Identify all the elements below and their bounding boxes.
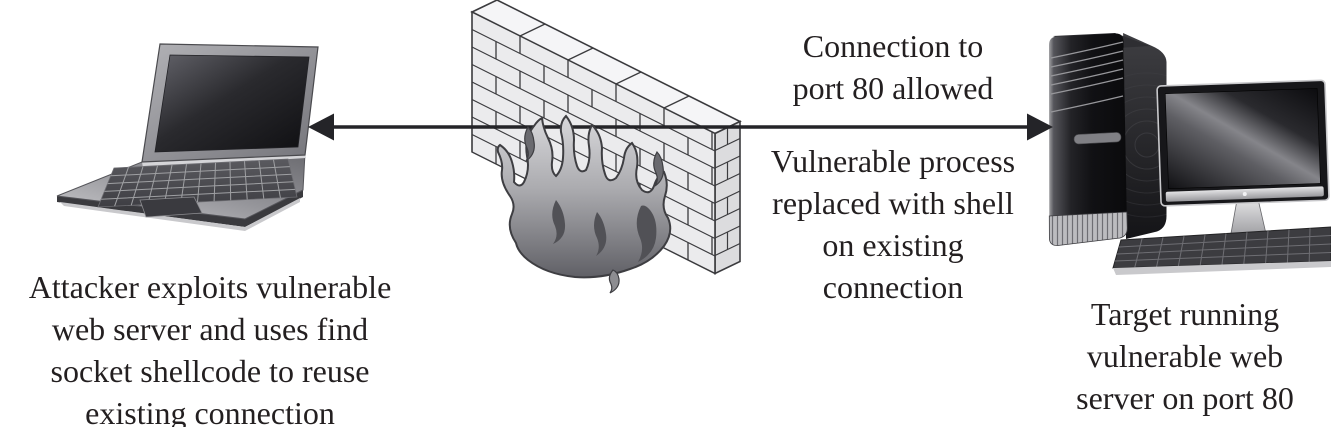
flame-inner-accents [552,200,657,262]
label-line: vulnerable web [1086,338,1284,374]
monitor-screen [1164,88,1321,190]
arrowhead-right [1027,113,1053,141]
tower-drive-bay [1073,132,1122,145]
label-line: connection [822,269,964,305]
flame-wisp-left [524,126,535,162]
tower-base [1048,211,1128,246]
tower-side-texture [1123,72,1167,218]
tower-vents [1050,41,1124,113]
flame-wisp-right [653,151,664,187]
target-label: Target running vulnerable web server on … [1033,293,1331,419]
desktop-keyboard [1112,226,1331,275]
label-line: Target running [1090,296,1280,332]
label-line: web server and uses find [51,311,369,347]
monitor [1156,79,1330,207]
flame-main [496,114,672,279]
label-line: existing connection [85,395,335,427]
connection-allowed-label: Connection to port 80 allowed [743,25,1043,109]
laptop-key-columns [114,159,281,207]
label-line: server on port 80 [1076,380,1294,416]
label-line: Connection to [802,28,984,64]
attacker-label: Attacker exploits vulnerable web server … [0,266,424,427]
label-line: socket shellcode to reuse [50,353,370,389]
desktop-computer-icon [1048,33,1331,275]
firewall-flames-icon [496,114,672,294]
process-replaced-label: Vulnerable process replaced with shell o… [723,140,1063,308]
label-line: port 80 allowed [792,70,994,106]
label-line: Vulnerable process [770,143,1016,179]
double-headed-arrow-icon [308,113,1053,141]
arrowhead-left [308,113,334,141]
laptop-screen [154,54,310,153]
laptop-trackpad [139,196,203,218]
laptop-icon [56,43,319,231]
label-line: on existing [822,227,964,263]
flame-wisp-bottom [608,269,620,294]
label-line: Attacker exploits vulnerable [28,269,392,305]
wall-top-joints [519,23,690,109]
label-line: replaced with shell [772,185,1014,221]
monitor-logo-dot [1242,192,1247,197]
tower-side [1123,33,1167,239]
